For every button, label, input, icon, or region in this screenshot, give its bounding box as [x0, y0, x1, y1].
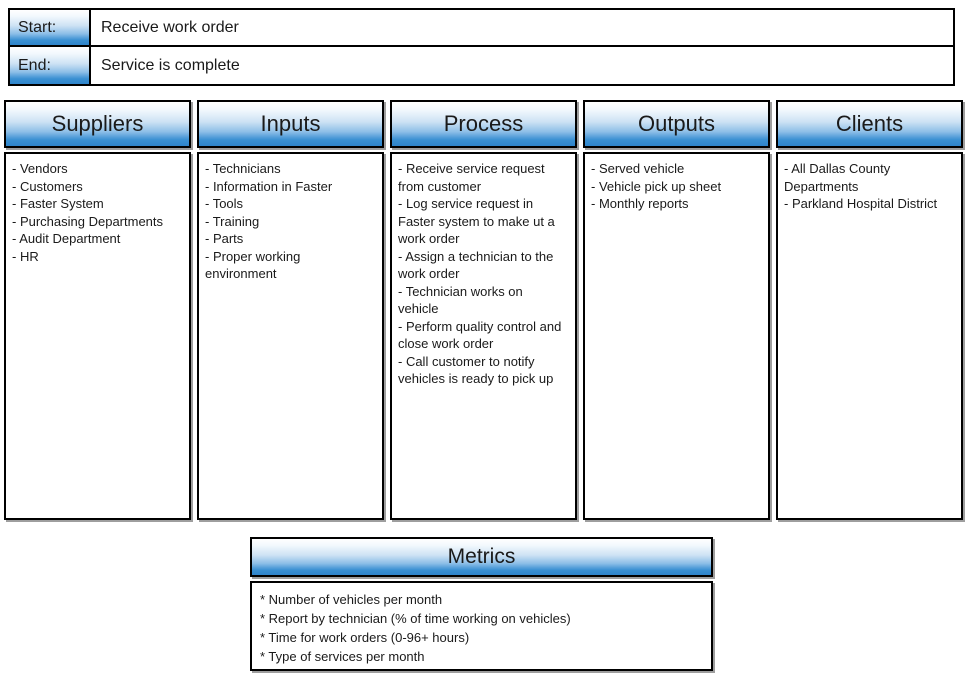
column-process: Process - Receive service request from c… — [390, 100, 577, 520]
metric-item: * Type of services per month — [260, 649, 425, 664]
list-item: - Parkland Hospital District — [784, 196, 938, 211]
list-item: - HR — [12, 248, 39, 264]
list-item: - Vendors — [12, 161, 68, 176]
list-item: - Purchasing Departments — [12, 213, 164, 229]
list-item: - Technicians — [205, 161, 281, 176]
list-item: - Training — [205, 213, 260, 229]
table-row: Start: Receive work order — [10, 10, 953, 47]
list-item: - Customers — [12, 178, 83, 194]
list-item: - Assign a technician to the work order — [398, 248, 554, 282]
list-item: - All Dallas County Departments — [784, 161, 891, 194]
metrics-header: Metrics — [250, 537, 713, 577]
column-header-clients: Clients — [776, 100, 963, 148]
metric-item: * Number of vehicles per month — [260, 592, 443, 607]
list-item: - Served vehicle — [591, 161, 685, 176]
list-item: - Parts — [205, 231, 244, 246]
list-item: - Technician works on vehicle — [398, 283, 523, 317]
list-item: - Perform quality control and close work… — [398, 318, 562, 352]
list-item: - Tools — [205, 196, 244, 211]
list-item: - Monthly reports — [591, 196, 689, 211]
metric-item: * Time for work orders (0-96+ hours) — [260, 630, 470, 645]
column-body-clients: - All Dallas County Departments - Parkla… — [776, 152, 963, 520]
list-item: - Vehicle pick up sheet — [591, 178, 722, 194]
start-label: Start: — [10, 10, 91, 45]
column-clients: Clients - All Dallas County Departments … — [776, 100, 963, 520]
column-body-process: - Receive service request from customer … — [390, 152, 577, 520]
column-header-suppliers: Suppliers — [4, 100, 191, 148]
metrics-body: * Number of vehicles per month * Report … — [250, 581, 713, 671]
column-outputs: Outputs - Served vehicle - Vehicle pick … — [583, 100, 770, 520]
column-body-outputs: - Served vehicle - Vehicle pick up sheet… — [583, 152, 770, 520]
list-item: - Proper working environment — [205, 248, 301, 282]
list-item: - Log service request in Faster system t… — [398, 196, 555, 246]
column-body-inputs: - Technicians - Information in Faster - … — [197, 152, 384, 520]
column-header-outputs: Outputs — [583, 100, 770, 148]
column-body-suppliers: - Vendors - Customers - Faster System - … — [4, 152, 191, 520]
list-item: - Call customer to notify vehicles is re… — [398, 353, 554, 387]
end-label: End: — [10, 47, 91, 84]
column-header-inputs: Inputs — [197, 100, 384, 148]
sipoc-columns: Suppliers - Vendors - Customers - Faster… — [4, 100, 963, 520]
start-end-table: Start: Receive work order End: Service i… — [8, 8, 955, 86]
metrics-box: Metrics * Number of vehicles per month *… — [250, 537, 713, 671]
start-value: Receive work order — [101, 18, 239, 36]
end-value: Service is complete — [101, 56, 240, 74]
list-item: - Faster System — [12, 196, 104, 211]
column-header-process: Process — [390, 100, 577, 148]
metric-item: * Report by technician (% of time workin… — [260, 611, 571, 626]
list-item: - Receive service request from customer — [398, 161, 545, 194]
column-inputs: Inputs - Technicians - Information in Fa… — [197, 100, 384, 520]
list-item: - Information in Faster — [205, 178, 333, 194]
column-suppliers: Suppliers - Vendors - Customers - Faster… — [4, 100, 191, 520]
table-row: End: Service is complete — [10, 47, 953, 84]
list-item: - Audit Department — [12, 231, 121, 246]
